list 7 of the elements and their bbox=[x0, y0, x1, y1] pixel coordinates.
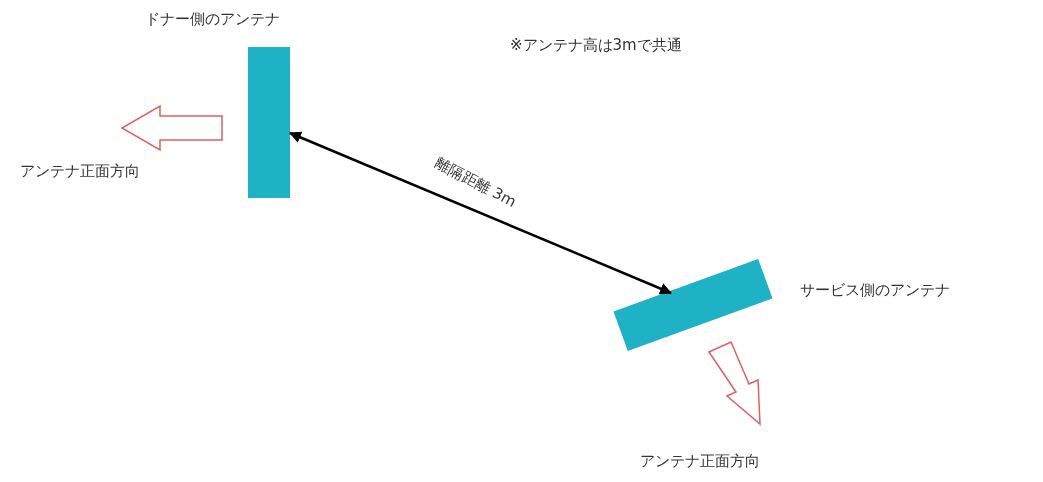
edge-label: 離隔距離 3m bbox=[431, 153, 519, 212]
antenna-label: サービス側のアンテナ bbox=[800, 281, 950, 300]
direction-label: アンテナ正面方向 bbox=[640, 452, 760, 471]
double-arrow bbox=[289, 131, 672, 295]
direction-label: アンテナ正面方向 bbox=[20, 162, 140, 181]
note-text: ※アンテナ高は3mで共通 bbox=[510, 36, 682, 55]
antenna-label: ドナー側のアンテナ bbox=[145, 10, 280, 29]
